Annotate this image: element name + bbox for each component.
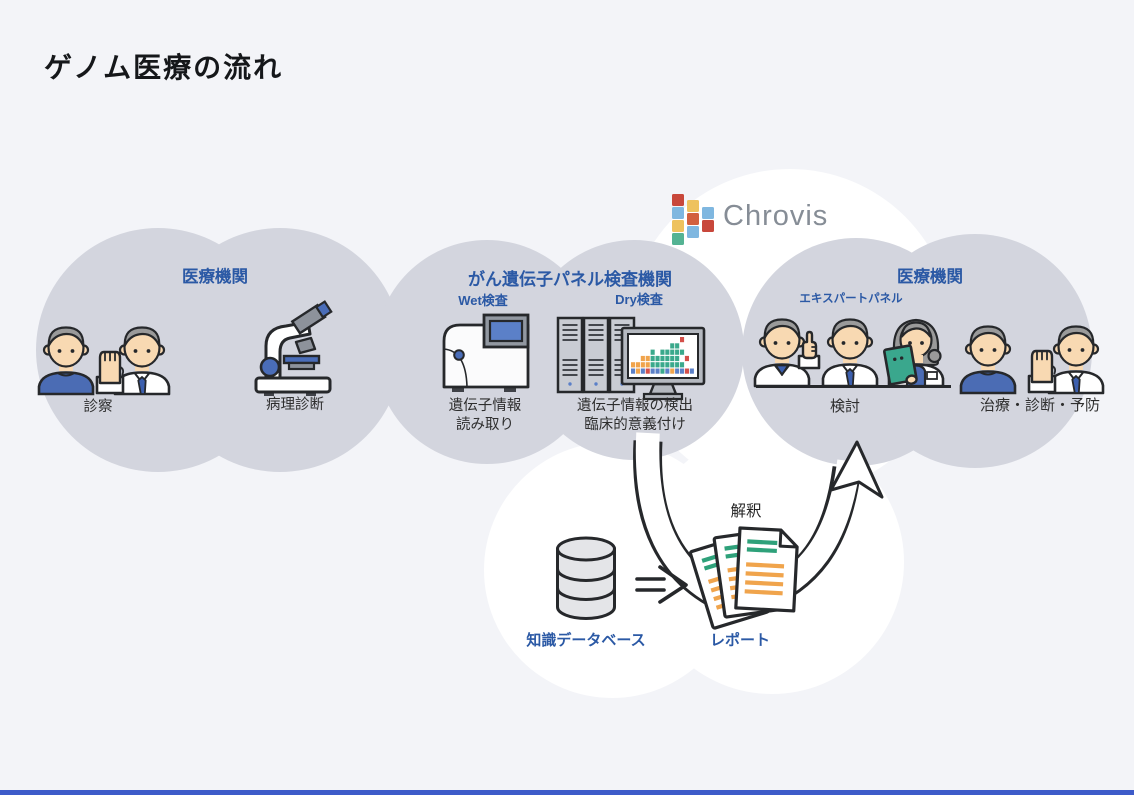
arrowhead-up-icon (829, 440, 884, 499)
cluster-left-title: 医療機関 (182, 268, 248, 286)
double-arrow-icon (635, 565, 688, 604)
label-report: レポート (709, 632, 770, 649)
expert-panel-subtitle: エキスパートパネル (799, 293, 903, 305)
clipboard-icon (883, 344, 918, 386)
chrovis-logo-icon (672, 194, 714, 245)
microscope-icon (254, 300, 333, 396)
sequencer-icon (442, 313, 530, 392)
label-examination: 診察 (83, 399, 113, 415)
analysis-monitor-icon (620, 326, 706, 401)
brand-name: Chrovis (723, 200, 829, 232)
wet-test-caption: 遺伝子情報 読み取り (448, 398, 522, 434)
cluster-middle-title: がん遺伝子パネル検査機関 (468, 270, 672, 289)
dry-test-caption: 遺伝子情報の検出 臨床的意義付け (577, 398, 693, 434)
wet-test-tag: Wet検査 (458, 293, 508, 308)
knowledge-database-icon (556, 536, 616, 620)
heatmap (631, 337, 694, 374)
label-interpretation: 解釈 (730, 503, 762, 520)
label-treatment-diagnosis-prevention: 治療・診断・予防 (979, 397, 1100, 414)
page-title: ゲノム医療の流れ (44, 52, 284, 83)
label-knowledge-database: 知識データベース (526, 632, 646, 649)
report-documents-icon (688, 526, 799, 630)
expert-figure-woman (889, 320, 943, 386)
badge-icon (926, 371, 938, 380)
label-review: 検討 (829, 398, 860, 415)
label-pathological-diagnosis: 病理診断 (266, 397, 324, 413)
raised-hand-icon (95, 350, 125, 395)
bottom-edge-bar (0, 790, 1134, 795)
cluster-right-title: 医療機関 (897, 268, 963, 286)
dry-test-tag: Dry検査 (615, 292, 663, 307)
raised-hand-icon-right (1027, 349, 1057, 394)
